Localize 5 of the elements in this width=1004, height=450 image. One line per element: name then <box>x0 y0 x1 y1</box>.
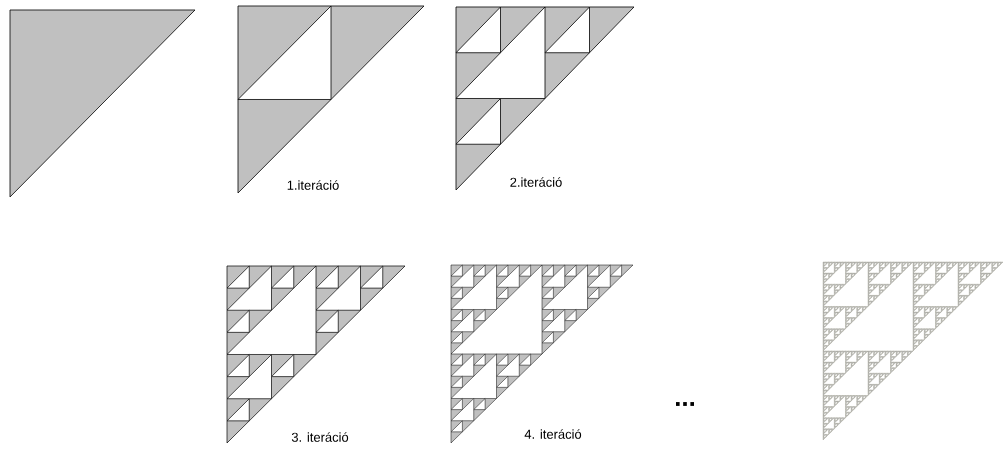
caption: 4. iteráció <box>524 429 582 439</box>
caption: 3. iteráció <box>291 432 349 442</box>
caption: ... <box>675 402 694 406</box>
caption: 1.iteráció <box>287 180 339 190</box>
caption: 2.iteráció <box>510 177 562 187</box>
